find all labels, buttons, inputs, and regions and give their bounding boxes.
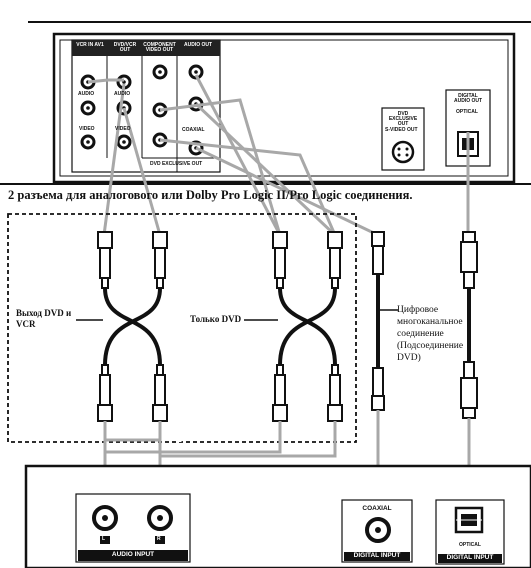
row-label-audio: AUDIO bbox=[114, 91, 131, 97]
col-label-component: COMPONENT VIDEO OUT bbox=[143, 42, 176, 53]
receiver-rear-panel bbox=[24, 464, 531, 568]
cable-pair-left bbox=[97, 231, 168, 422]
dvd-vcr-out-label: Выход DVD и VCR bbox=[16, 308, 72, 329]
digital-audio-out-title: DIGITAL AUDIO OUT bbox=[453, 93, 483, 104]
optical-input-label: OPTICAL bbox=[459, 542, 481, 548]
jack-right-mark: R bbox=[157, 536, 161, 542]
lower-signal-lines bbox=[97, 410, 477, 493]
caption: 2 разъема для аналогового или Dolby Pro … bbox=[8, 188, 413, 202]
receiver-optical-jack bbox=[454, 506, 484, 534]
digital-input-label-2: DIGITAL INPUT bbox=[446, 554, 494, 561]
optical-cable bbox=[460, 231, 478, 419]
coaxial-input-label: COAXIAL bbox=[362, 505, 392, 512]
row-label-video: VIDEO bbox=[79, 126, 95, 132]
analog-dashed-box bbox=[7, 213, 357, 443]
receiver-audio-jacks bbox=[92, 505, 173, 544]
cable-pair-right bbox=[272, 231, 343, 422]
svideo-label: S-VIDEO OUT bbox=[385, 127, 418, 133]
dvd-only-label: Только DVD bbox=[190, 314, 242, 324]
optical-label: OPTICAL bbox=[456, 109, 478, 115]
row-label-coaxial: COAXIAL bbox=[182, 127, 205, 133]
row-label-audio: AUDIO bbox=[78, 91, 95, 97]
col-label-dvd-vcr-out: DVD/VCR OUT bbox=[113, 42, 137, 53]
col-label-vcr-in: VCR IN AV1 bbox=[76, 42, 104, 48]
digital-input-label: DIGITAL INPUT bbox=[353, 552, 401, 559]
svideo-title: DVD EXCLUSIVE OUT bbox=[388, 111, 418, 127]
coaxial-cable bbox=[371, 231, 385, 411]
receiver-coax-jack bbox=[365, 517, 391, 543]
digital-multichannel-label: Цифровое многоканальное соединение (Подс… bbox=[397, 305, 464, 363]
dvd-exclusive-label: DVD EXCLUSIVE OUT bbox=[150, 161, 203, 167]
col-label-audio-out: AUDIO OUT bbox=[183, 42, 213, 48]
audio-input-label: AUDIO INPUT bbox=[111, 551, 155, 558]
row-label-video: VIDEO bbox=[115, 126, 131, 132]
svideo-jack bbox=[391, 140, 415, 164]
jack-left-mark: L bbox=[102, 536, 106, 542]
signal-lines bbox=[87, 74, 470, 237]
